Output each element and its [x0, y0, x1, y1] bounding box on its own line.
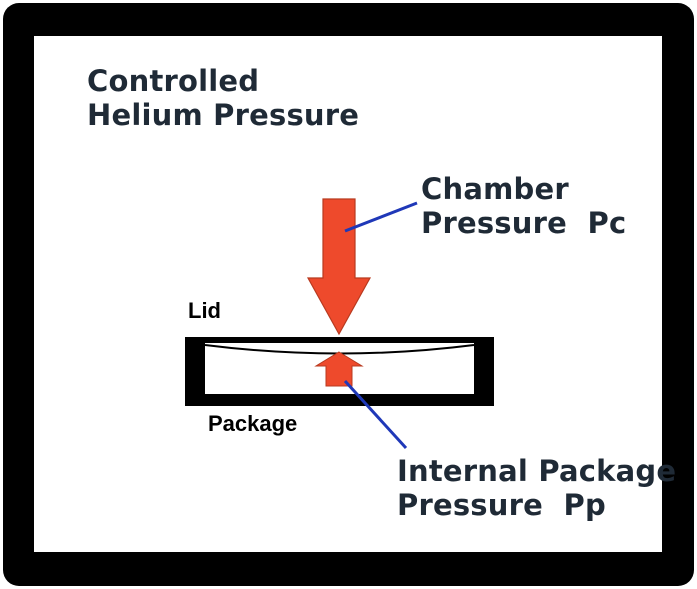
package-label: Package — [208, 411, 298, 436]
title-line-2: Helium Pressure — [87, 98, 360, 132]
lid-label: Lid — [188, 298, 221, 323]
internal-label-line-2: Pressure Pp — [397, 488, 606, 522]
chamber-pressure-label: Chamber Pressure Pc — [421, 172, 626, 240]
internal-pressure-arrow — [314, 351, 364, 387]
chamber-pressure-arrow — [306, 198, 372, 336]
chamber-label-line-1: Chamber — [421, 172, 569, 206]
title-line-1: Controlled — [87, 64, 260, 98]
internal-leader-line — [343, 379, 408, 450]
internal-label-line-1: Internal Package — [397, 454, 677, 488]
chamber-label-line-2: Pressure Pc — [421, 206, 627, 240]
internal-pressure-label: Internal Package Pressure Pp — [397, 454, 676, 522]
chamber-leader-line — [344, 201, 418, 233]
lid-plate — [185, 337, 494, 343]
diagram-title: Controlled Helium Pressure — [87, 64, 359, 132]
